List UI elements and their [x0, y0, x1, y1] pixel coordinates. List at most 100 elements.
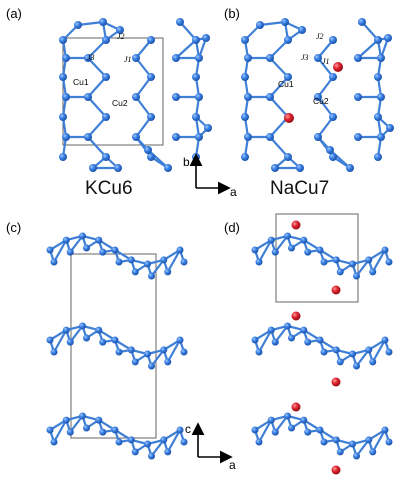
cu-atom: [365, 256, 373, 264]
cu-atom: [241, 153, 249, 161]
cu-atom: [284, 412, 291, 420]
unit-cell-d: [275, 213, 359, 303]
cu-atom: [202, 34, 210, 42]
panel-d-nacu7-side-view: [251, 213, 393, 475]
cu-atom: [79, 232, 86, 240]
cu-atom: [83, 334, 90, 342]
bond: [178, 20, 198, 42]
cu-atom: [176, 336, 184, 344]
bond: [86, 56, 108, 79]
cu-atom: [354, 133, 362, 141]
cu-atom: [336, 448, 344, 456]
cu-atom: [84, 93, 92, 101]
bond: [86, 75, 108, 99]
unit-cell-a: [62, 37, 164, 146]
cu-atom: [144, 350, 151, 358]
cu-atom: [284, 73, 292, 81]
cu-atom: [266, 93, 274, 101]
cu-atom: [381, 336, 389, 344]
cu-atom: [320, 348, 328, 356]
cu-atom: [164, 164, 172, 172]
axes-top: b a: [183, 153, 237, 199]
j3-label-b: J3: [301, 53, 309, 62]
cu-atom: [241, 36, 249, 44]
cu-atom: [332, 256, 340, 264]
bond: [52, 239, 68, 264]
cu-atom: [349, 350, 356, 358]
bond: [52, 419, 68, 444]
cu-atom: [164, 448, 172, 456]
bond: [360, 20, 380, 42]
cu-atom: [164, 268, 172, 276]
cu1-label-a: Cu1: [73, 77, 89, 87]
title-nacu7: NaCu7: [270, 178, 329, 199]
cu-atom: [164, 358, 172, 366]
cu-atom: [288, 334, 295, 342]
cu-atom: [271, 248, 279, 256]
na-atom: [331, 377, 341, 387]
cu-atom: [349, 260, 356, 268]
cu-atom: [127, 346, 135, 354]
title-kcu6: KCu6: [85, 178, 133, 199]
cu-atom: [114, 164, 122, 172]
cu-atom: [111, 246, 119, 254]
cu-atom: [66, 428, 74, 436]
cu-atom: [304, 338, 312, 346]
cu-atom: [116, 26, 124, 34]
cu-atom: [79, 412, 86, 420]
na-atom: [331, 285, 341, 295]
bond: [268, 135, 290, 159]
cu-atom: [381, 426, 389, 434]
cu-atom: [111, 426, 119, 434]
cu-atom: [314, 93, 322, 101]
bond: [371, 338, 387, 363]
cu-atom: [374, 153, 382, 161]
cu-atom: [377, 93, 385, 101]
cu-atom: [329, 113, 337, 121]
cu-atom: [62, 236, 70, 244]
cu-atom: [354, 54, 362, 62]
bond: [134, 95, 153, 119]
cu-atom: [62, 54, 70, 62]
cu-atom: [147, 153, 155, 161]
cu-atom: [300, 416, 308, 424]
cu-atom: [144, 440, 151, 448]
sodium-atoms-d: [291, 220, 341, 475]
cu2-label-b: Cu2: [313, 96, 329, 106]
cu-atom: [46, 336, 54, 344]
cu-atom: [353, 272, 360, 280]
cu-atom: [148, 362, 155, 370]
cu-atom: [244, 93, 252, 101]
bond: [371, 428, 387, 453]
cu-atom: [192, 73, 200, 81]
cu-atom: [160, 346, 168, 354]
cu-atom: [255, 348, 263, 356]
na-atom: [291, 402, 301, 412]
cu-atom: [374, 36, 382, 44]
j1-label-b: J1: [322, 57, 330, 66]
cu-atom: [298, 26, 306, 34]
cu-atom: [192, 36, 200, 44]
cu-atom: [316, 246, 324, 254]
cu-atom: [59, 153, 67, 161]
cu-atom: [102, 153, 110, 161]
cu-atom: [131, 268, 139, 276]
cu-atom: [147, 113, 155, 121]
cu-atom: [244, 133, 252, 141]
cu-atom: [374, 113, 382, 121]
cu-atom: [147, 36, 155, 44]
cu-atom: [99, 428, 107, 436]
cu-atom: [127, 256, 135, 264]
bond: [356, 38, 380, 60]
chains-d: [251, 232, 393, 460]
cu-atom: [176, 18, 184, 26]
cu-atom: [50, 438, 58, 446]
cu-atom: [326, 146, 334, 154]
cu-atom: [147, 73, 155, 81]
cu-atom: [300, 236, 308, 244]
cu-atom: [62, 326, 70, 334]
cu-atom: [131, 448, 139, 456]
cu-atom: [358, 18, 366, 26]
cu-atom: [266, 133, 274, 141]
bond: [134, 75, 153, 99]
